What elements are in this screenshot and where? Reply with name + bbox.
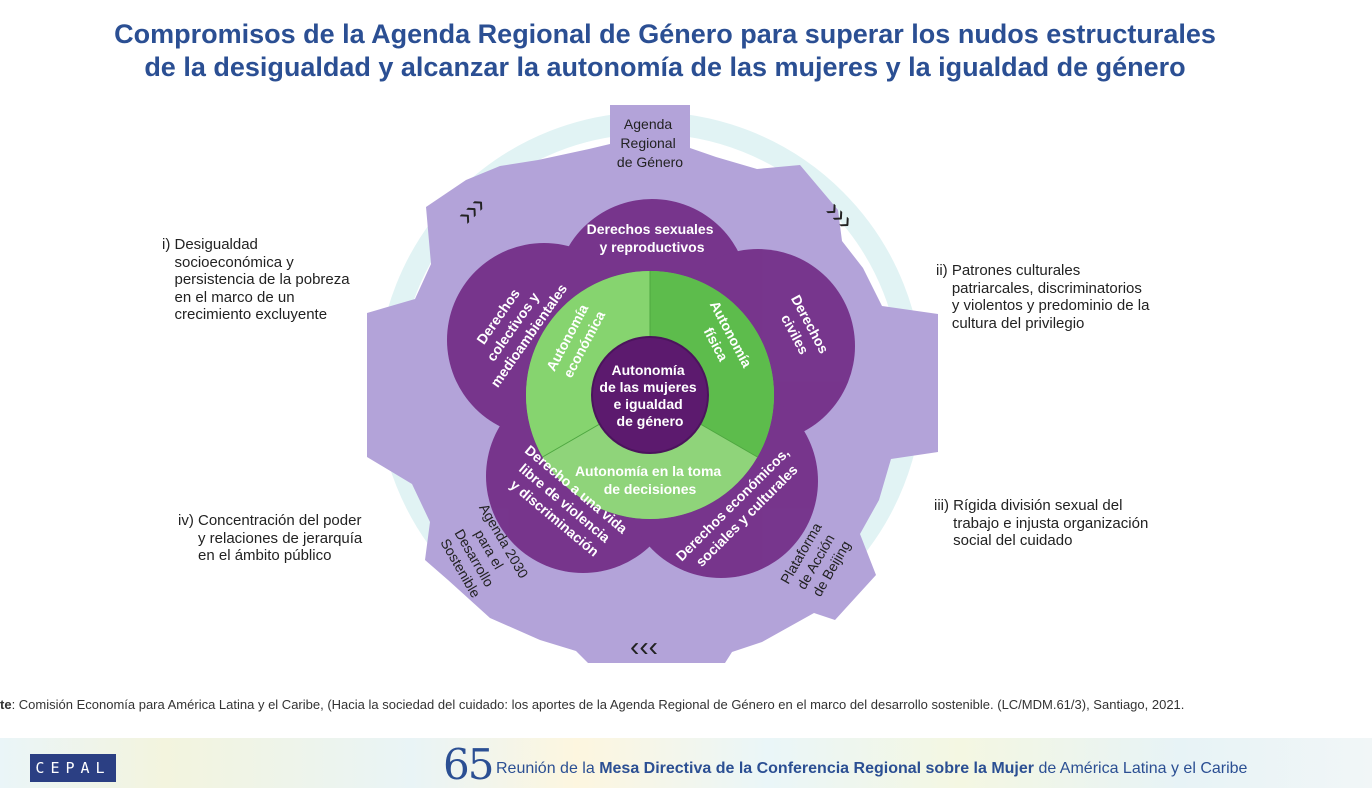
source-note: te: Comisión Economía para América Latin… xyxy=(0,697,1372,712)
knot-number: iii) xyxy=(934,497,954,514)
title-line-1: Compromisos de la Agenda Regional de Gén… xyxy=(114,19,1216,49)
knot-ii: ii) Patrones culturales patriarcales, di… xyxy=(936,262,1149,332)
meeting-title: Reunión de la Mesa Directiva de la Confe… xyxy=(496,760,1247,778)
chevrons-icon: ‹‹‹ xyxy=(630,631,658,662)
knot-line: trabajo e injusta organización xyxy=(953,514,1149,532)
center-circle xyxy=(591,336,709,454)
knot-line: Rígida división sexual del xyxy=(953,497,1123,514)
meeting-title-bold: Mesa Directiva de la Conferencia Regiona… xyxy=(599,760,1034,777)
knot-line: Concentración del poder xyxy=(198,512,362,529)
gear-label-top: Agenda Regional de Género xyxy=(617,116,683,170)
footer-banner: CEPAL 65 Reunión de la Mesa Directiva de… xyxy=(0,738,1372,789)
title-line-2: de la desigualdad y alcanzar la autonomí… xyxy=(144,52,1186,82)
knot-line: en el ámbito público xyxy=(198,547,332,564)
knot-line: patriarcales, discriminatorios xyxy=(951,279,1142,297)
knot-line: social del cuidado xyxy=(953,532,1073,549)
meeting-number: 65 xyxy=(443,740,494,789)
knot-line: cultura del privilegio xyxy=(951,314,1085,332)
source-text: : Comisión Economía para América Latina … xyxy=(11,697,1185,712)
meeting-title-part: de América Latina y el Caribe xyxy=(1034,760,1248,777)
knot-iii: iii) Rígida división sexual del trabajo … xyxy=(934,497,1148,550)
knot-line: Desigualdad xyxy=(174,236,258,253)
knot-number: iv) xyxy=(178,512,198,529)
knot-line: socioeconómica y xyxy=(174,253,294,271)
rights-label-top: Derechos sexuales y reproductivos xyxy=(587,221,718,255)
autonomy-label-decisions: Autonomía en la toma de decisiones xyxy=(575,463,725,497)
knot-line: y violentos y predominio de la xyxy=(951,297,1150,314)
knot-i: i) Desigualdad socioeconómica y persiste… xyxy=(162,236,350,324)
commitments-diagram: ››› ››› ‹‹‹ Agenda Regional de Género Ag… xyxy=(367,105,938,663)
knot-number: i) xyxy=(162,236,175,253)
knot-line: crecimiento excluyente xyxy=(174,306,328,323)
knot-iv: iv) Concentración del poder y relaciones… xyxy=(178,512,362,565)
knot-line: persistencia de la pobreza xyxy=(174,271,350,288)
knot-line: en el marco de un xyxy=(174,288,295,306)
knot-line: y relaciones de jerarquía xyxy=(198,529,363,547)
source-prefix: te xyxy=(0,697,12,712)
footer-bottom-strip xyxy=(0,788,1372,805)
meeting-title-part: Reunión de la xyxy=(496,760,600,777)
page-title: Compromisos de la Agenda Regional de Gén… xyxy=(0,18,1330,84)
knot-number: ii) xyxy=(936,262,952,279)
cepal-logo: CEPAL xyxy=(30,754,116,782)
knot-line: Patrones culturales xyxy=(951,262,1081,279)
center-label: Autonomía de las mujeres e igualdad de g… xyxy=(599,362,700,429)
rights-label-left: Derechos colectivos y medioambientales xyxy=(458,260,571,390)
